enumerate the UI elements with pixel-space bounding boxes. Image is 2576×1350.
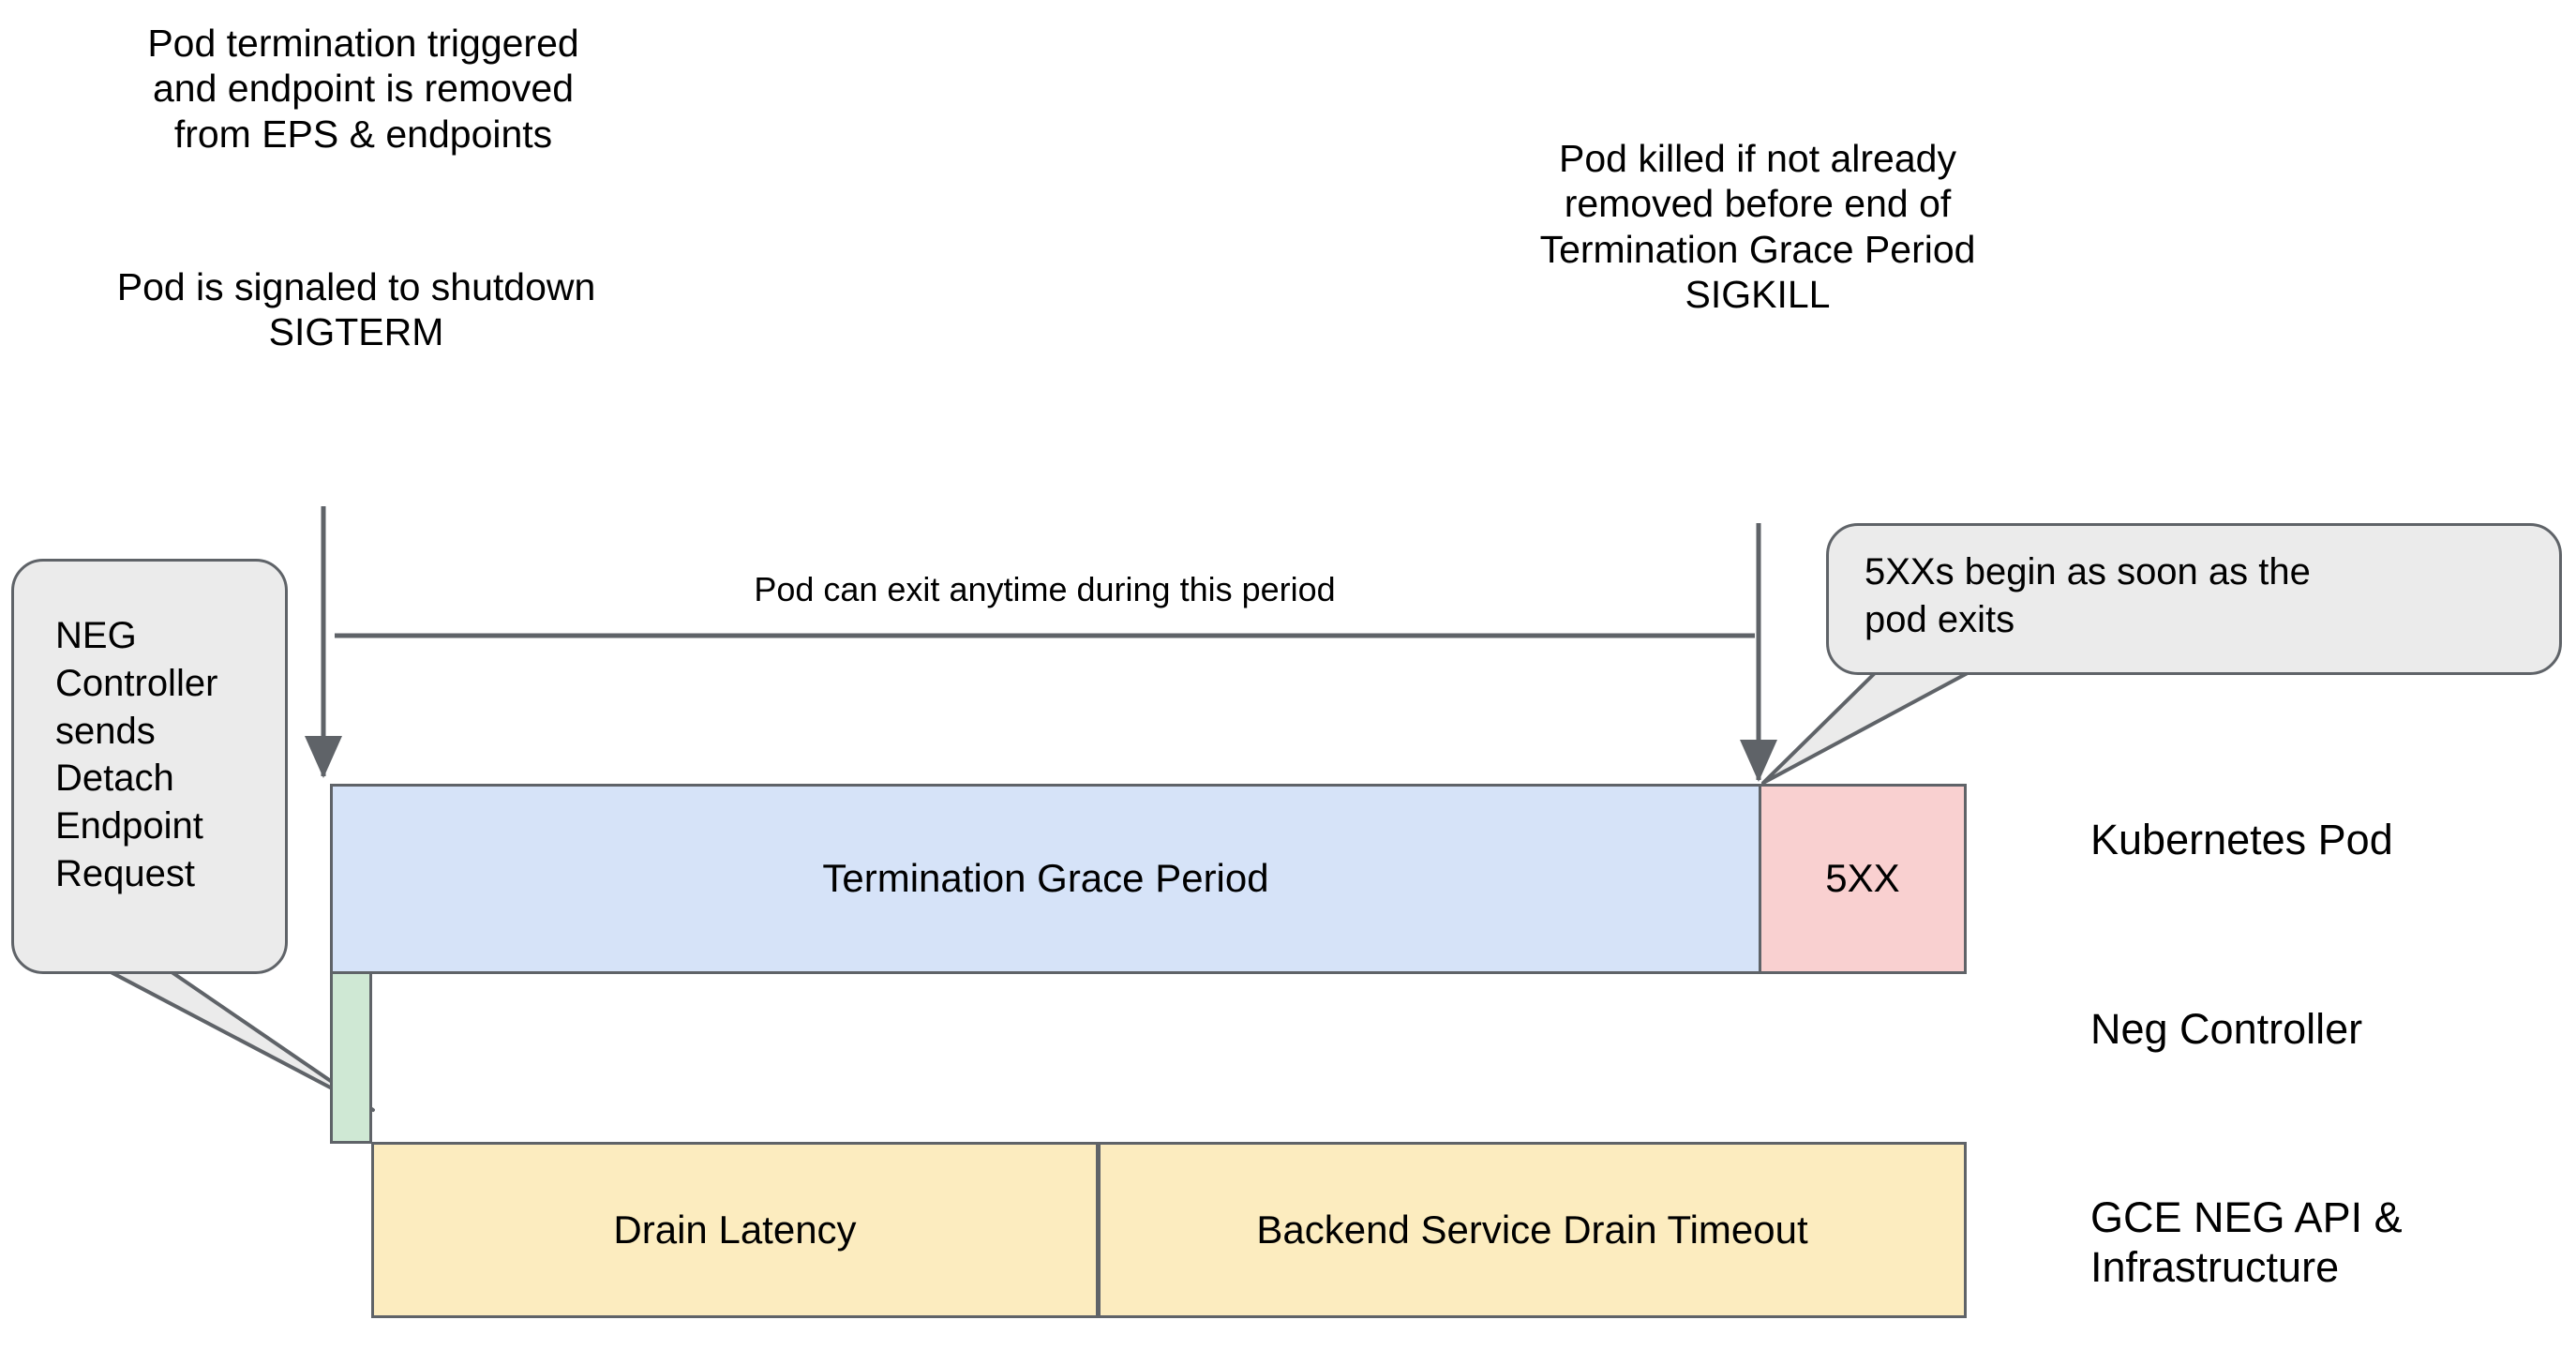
bar-drain-latency[interactable]: Drain Latency: [371, 1142, 1099, 1318]
bar-5xx[interactable]: 5XX: [1759, 784, 1967, 974]
row-label-kubernetes-pod: Kubernetes Pod: [2090, 816, 2393, 863]
span-caption-pod-can-exit: Pod can exit anytime during this period: [754, 570, 1336, 608]
row-label-neg-controller: Neg Controller: [2090, 1005, 2363, 1053]
annotation-pod-killed-sigkill: Pod killed if not already removed before…: [1539, 137, 1976, 317]
bar-drain-latency-label: Drain Latency: [613, 1207, 857, 1252]
callout-5xx-begin-text: 5XXs begin as soon as the pod exits: [1865, 551, 2311, 640]
row-label-gce-neg-api: GCE NEG API & Infrastructure: [2090, 1193, 2403, 1292]
callout-neg-controller-text: NEG Controller sends Detach Endpoint Req…: [55, 615, 218, 894]
bar-termination-grace-period[interactable]: Termination Grace Period: [330, 784, 1761, 974]
annotation-pod-signaled-sigterm: Pod is signaled to shutdown SIGTERM: [116, 265, 596, 354]
bar-5xx-label: 5XX: [1825, 856, 1900, 901]
callout-5xx-begin[interactable]: 5XXs begin as soon as the pod exits: [1826, 523, 2562, 675]
bar-backend-service-drain-timeout[interactable]: Backend Service Drain Timeout: [1098, 1142, 1967, 1318]
bar-neg-controller-detach[interactable]: [330, 971, 372, 1144]
callout-neg-controller[interactable]: NEG Controller sends Detach Endpoint Req…: [11, 559, 288, 974]
bar-termination-grace-period-label: Termination Grace Period: [822, 856, 1269, 901]
callout-tail-5xx: [1761, 666, 1980, 785]
annotation-pod-termination-triggered: Pod termination triggered and endpoint i…: [147, 22, 579, 156]
bar-backend-service-drain-timeout-label: Backend Service Drain Timeout: [1256, 1207, 1808, 1252]
